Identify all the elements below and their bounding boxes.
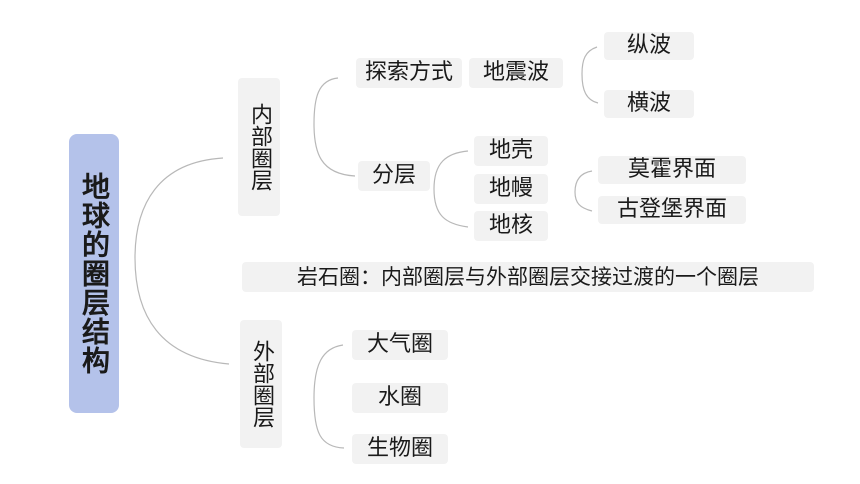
connector-boundaries (574, 170, 593, 212)
connector-layers (433, 150, 469, 228)
connector-quake-waves (581, 46, 599, 104)
mantle-node[interactable]: 地幔 (474, 174, 548, 204)
connector-outer-items (313, 344, 345, 449)
atmosphere-node[interactable]: 大气圈 (352, 330, 448, 360)
seismic-wave-node[interactable]: 地震波 (469, 58, 563, 88)
moho-boundary-node[interactable]: 莫霍界面 (598, 156, 746, 184)
outer-sphere-node[interactable]: 外部圈层 (240, 320, 282, 448)
biosphere-node[interactable]: 生物圈 (352, 434, 448, 464)
hydrosphere-node[interactable]: 水圈 (352, 383, 448, 413)
connector-root-inner (134, 157, 230, 365)
s-wave-node[interactable]: 横波 (604, 90, 694, 118)
p-wave-node[interactable]: 纵波 (604, 32, 694, 60)
core-node[interactable]: 地核 (474, 211, 548, 241)
gutenberg-boundary-node[interactable]: 古登堡界面 (598, 196, 746, 224)
layering-node[interactable]: 分层 (358, 161, 430, 191)
crust-node[interactable]: 地壳 (474, 136, 548, 166)
root-node[interactable]: 地球的圈层结构 (69, 134, 119, 413)
lithosphere-node[interactable]: 岩石圈：内部圈层与外部圈层交接过渡的一个圈层 (242, 262, 814, 292)
exploration-method-node[interactable]: 探索方式 (356, 58, 462, 88)
inner-sphere-node[interactable]: 内部圈层 (238, 78, 280, 216)
connector-inner-branches (313, 77, 356, 177)
